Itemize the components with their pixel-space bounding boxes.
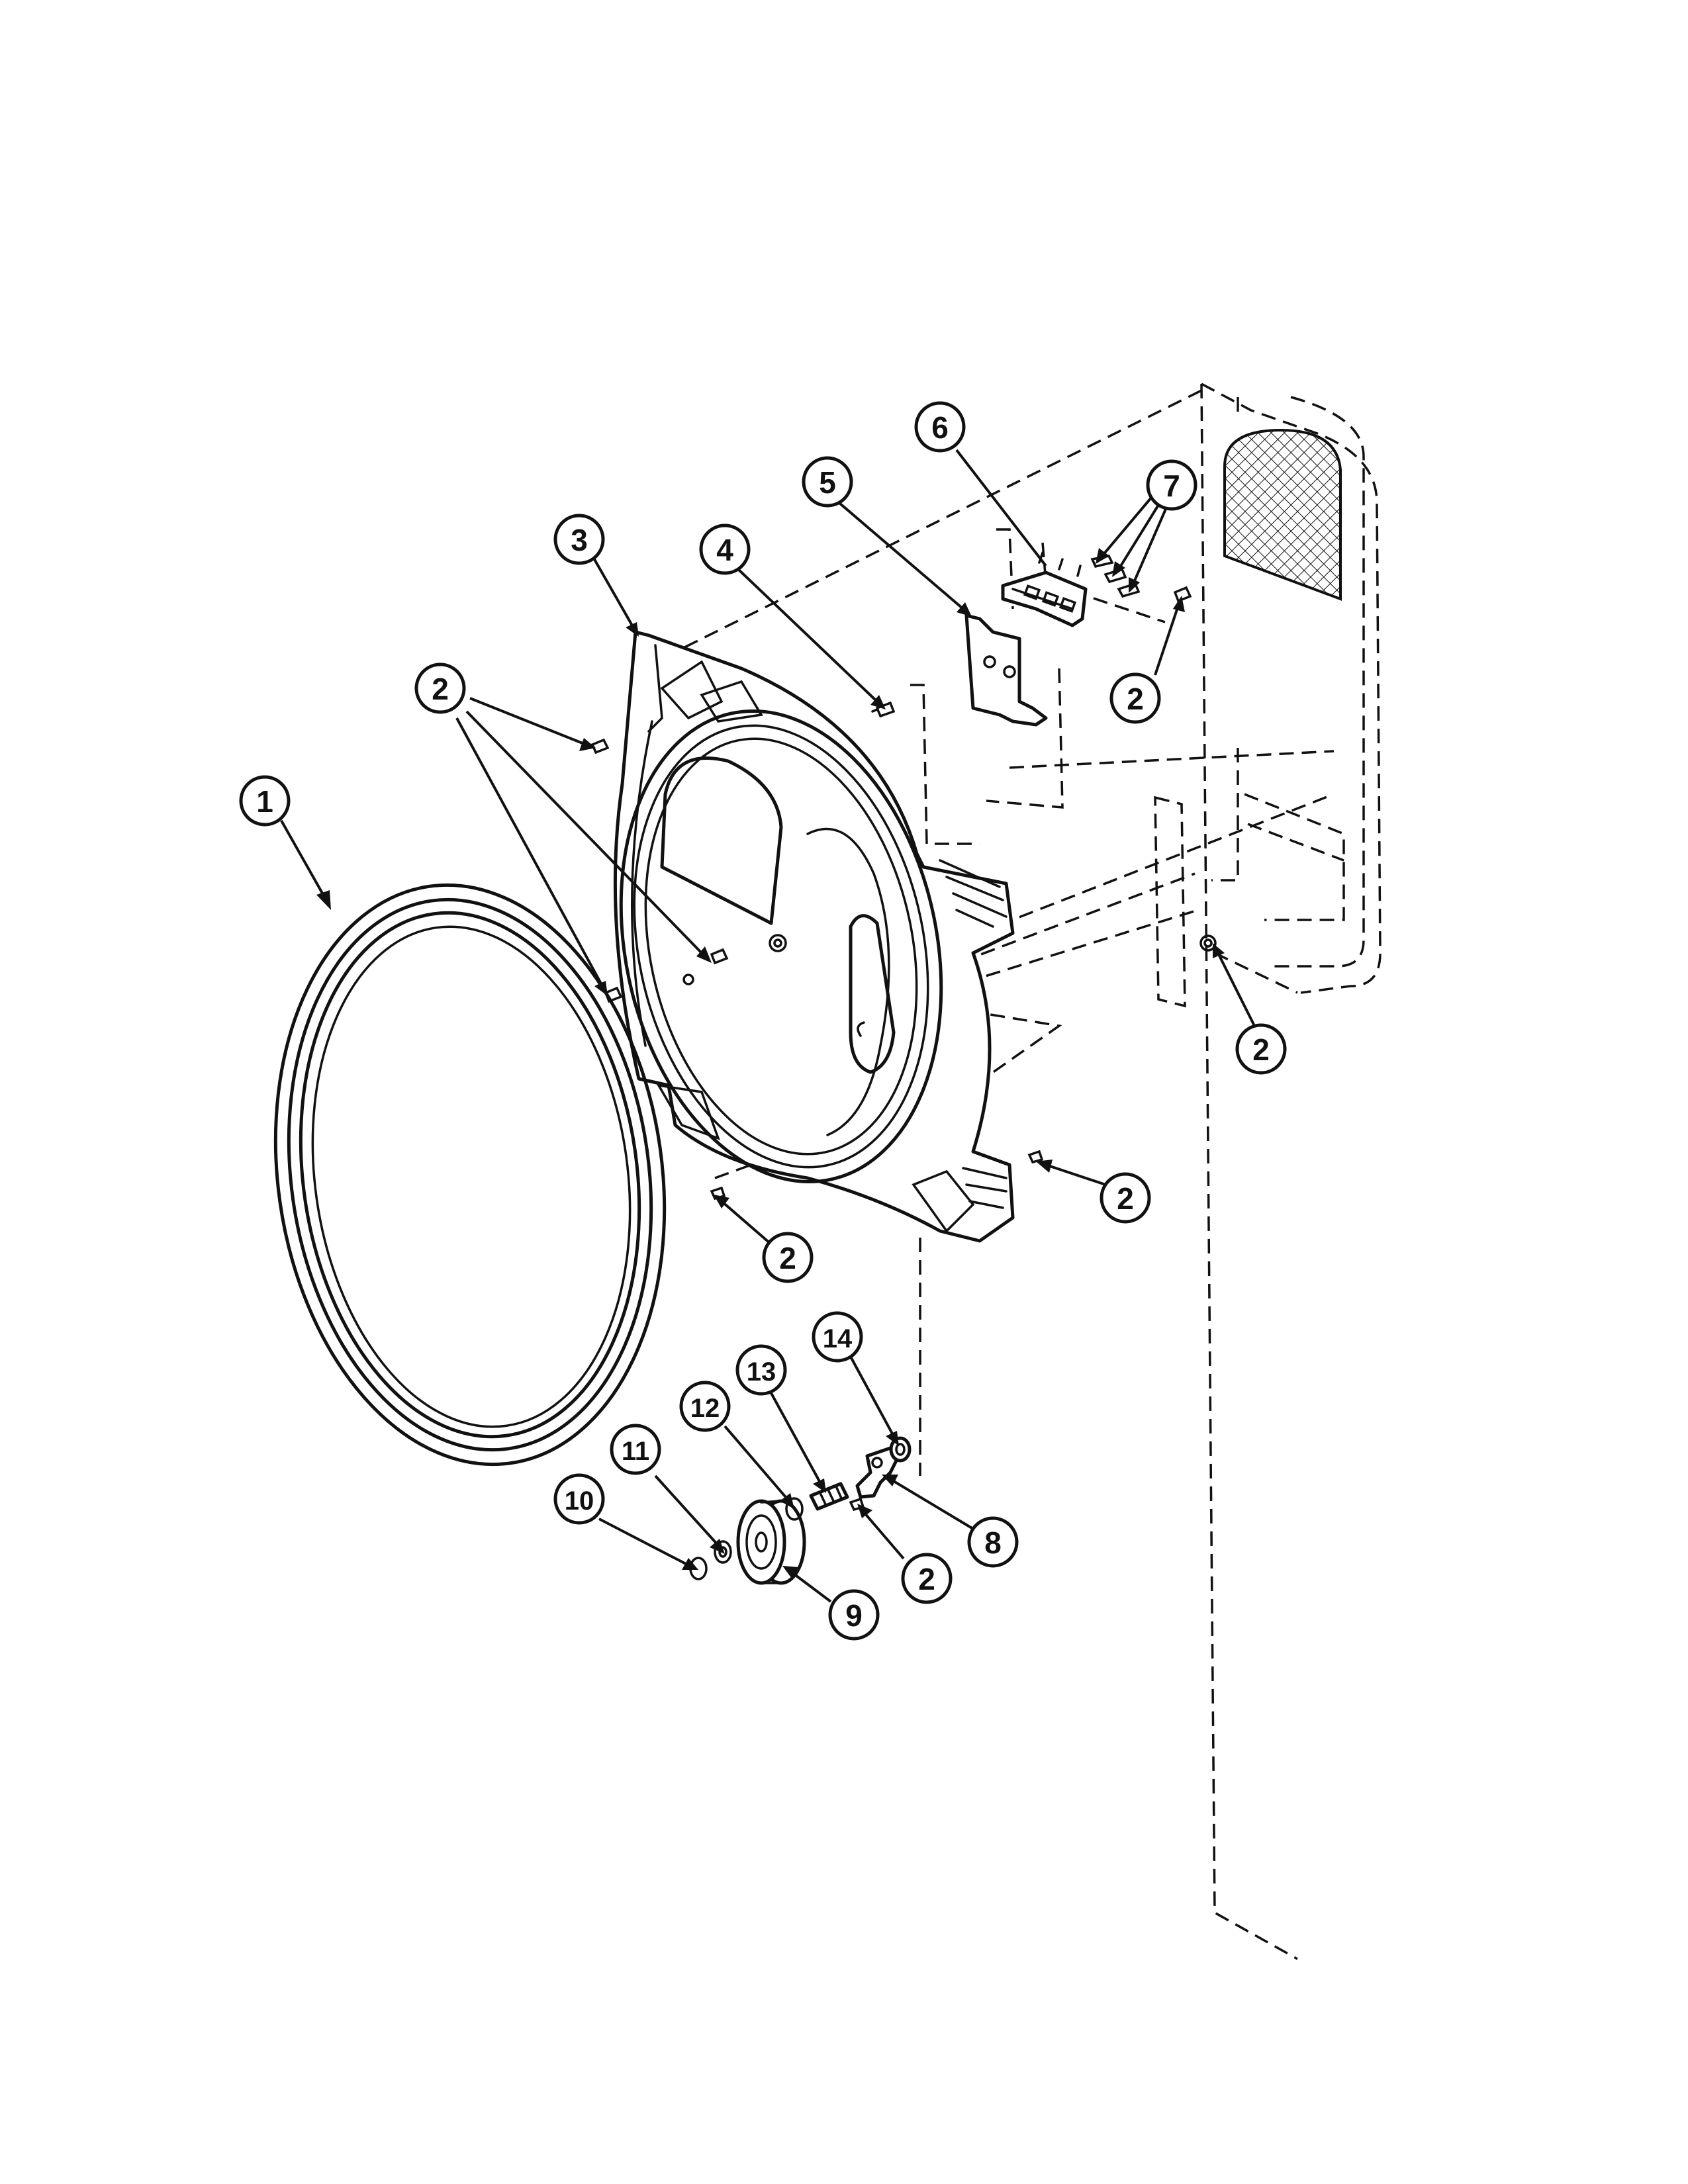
- svg-text:2: 2: [1117, 1181, 1134, 1216]
- callout-4: 4: [699, 523, 751, 575]
- svg-text:6: 6: [931, 410, 949, 445]
- mounting-bracket: [964, 614, 1048, 727]
- svg-text:8: 8: [984, 1525, 1002, 1560]
- svg-text:2: 2: [918, 1562, 935, 1596]
- svg-text:5: 5: [819, 465, 836, 500]
- svg-text:2: 2: [1252, 1032, 1270, 1067]
- callout-2: 2: [414, 662, 466, 714]
- callout-5: 5: [802, 456, 853, 508]
- callout-1: 1: [239, 775, 291, 827]
- callout-2: 2: [762, 1232, 814, 1283]
- svg-text:4: 4: [716, 533, 733, 567]
- svg-text:13: 13: [747, 1357, 776, 1387]
- callout-8: 8: [967, 1516, 1019, 1568]
- svg-text:3: 3: [571, 523, 588, 557]
- svg-text:9: 9: [845, 1598, 863, 1633]
- svg-text:2: 2: [1127, 682, 1144, 716]
- svg-text:1: 1: [256, 784, 273, 819]
- leader-lines: [280, 449, 1256, 1603]
- svg-text:7: 7: [1163, 469, 1180, 503]
- callout-2: 2: [1100, 1172, 1151, 1224]
- cabinet-front-outline: [1154, 383, 1382, 1960]
- svg-text:2: 2: [779, 1241, 796, 1275]
- roller-assembly: [689, 1436, 912, 1585]
- callout-2: 2: [901, 1553, 953, 1604]
- switch-block: [1001, 551, 1088, 627]
- svg-text:10: 10: [565, 1486, 594, 1516]
- callout-2: 2: [1235, 1023, 1287, 1075]
- callout-12: 12: [679, 1381, 731, 1432]
- callout-3: 3: [553, 514, 605, 565]
- callout-2: 2: [1109, 672, 1161, 724]
- callout-13: 13: [735, 1344, 787, 1396]
- screws-2: [590, 586, 1217, 1201]
- callout-9: 9: [828, 1589, 880, 1641]
- svg-text:11: 11: [622, 1437, 649, 1466]
- callout-14: 14: [812, 1311, 863, 1363]
- svg-text:2: 2: [432, 672, 449, 706]
- door-seal-ring: [273, 883, 667, 1467]
- callout-6: 6: [914, 401, 966, 453]
- callout-7: 7: [1146, 459, 1197, 511]
- screw-4: [871, 701, 896, 718]
- callout-10: 10: [553, 1473, 605, 1525]
- front-bulkhead: [613, 630, 1015, 1243]
- callout-11: 11: [610, 1424, 661, 1475]
- vent-grille: [1223, 428, 1342, 601]
- svg-text:14: 14: [823, 1324, 853, 1353]
- svg-text:12: 12: [690, 1394, 720, 1423]
